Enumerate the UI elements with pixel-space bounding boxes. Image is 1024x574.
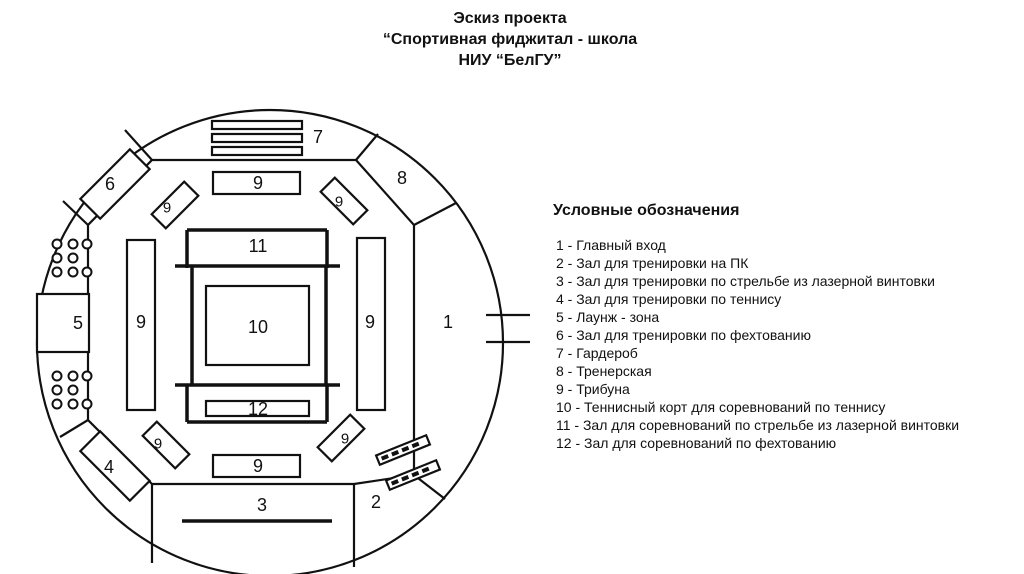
stand-bottom-left [141,420,191,470]
legend-title: Условные обозначения [553,202,740,219]
partition-line [59,419,89,438]
label-wardrobe: 7 [313,127,323,147]
partition-line [124,129,153,161]
label-stand-bottom: 9 [253,456,263,476]
legend-item: 1 - Главный вход [556,237,666,253]
label-stand-top-left: 9 [163,200,171,217]
wardrobe-racks [210,119,304,157]
label-laser-training: 3 [257,495,267,515]
fencing-competition-piste [204,399,311,418]
title-line-3: НИУ “БелГУ” [458,52,562,69]
label-stand-right: 9 [365,312,375,332]
legend-item: 3 - Зал для тренировки по стрельбе из ла… [556,273,935,289]
label-stand-left: 9 [136,312,146,332]
label-stand-bottom-left: 9 [154,436,162,453]
legend-item: 6 - Зал для тренировки по фехтованию [556,327,811,343]
lounge-zone [35,292,91,354]
partition-line [355,133,379,161]
fencing-training-area [78,147,152,221]
legend-item: 2 - Зал для тренировки на ПК [556,255,749,271]
legend-item: 8 - Тренерская [556,363,652,379]
legend-item: 9 - Трибуна [556,381,630,397]
pc-desk-row-1 [374,433,432,467]
pc-desk-row-2 [384,458,442,492]
label-fencing-competition: 12 [248,399,268,419]
stand-top-left [150,180,200,230]
legend-item: 4 - Зал для тренировки по теннису [556,291,782,307]
legend-item: 5 - Лаунж - зона [556,309,660,325]
legend-item: 12 - Зал для соревнований по фехтованию [556,435,837,451]
stand-bottom [211,453,302,479]
legend-item: 7 - Гардероб [556,345,638,361]
label-coach-room: 8 [397,168,407,188]
label-tennis-court: 10 [248,317,268,337]
legend-list: 1 - Главный вход 2 - Зал для тренировки … [553,236,959,452]
label-laser-competition: 11 [249,236,268,256]
stand-top-right [319,176,369,226]
diagram-title: Эскиз проекта “Спортивная фиджитал - шко… [300,8,720,71]
label-tennis-training: 4 [104,457,114,477]
label-fencing-training: 6 [105,174,115,194]
partition-line [62,200,89,226]
legend-item: 11 - Зал для соревнований по стрельбе из… [556,417,960,433]
stand-top [211,170,302,196]
tennis-training-table [78,429,152,503]
partition-line [413,202,457,226]
central-arena-frame [175,228,340,424]
stand-left [125,238,157,412]
label-pc-hall: 2 [371,492,381,512]
label-lounge: 5 [73,313,83,333]
lounge-seating-top [51,238,93,278]
label-stand-bottom-right: 9 [341,431,349,448]
stand-right [355,236,387,412]
legend-item: 10 - Теннисный корт для соревнований по … [556,399,886,415]
title-line-1: Эскиз проекта [453,10,567,27]
label-stand-top: 9 [253,173,263,193]
label-entrance: 1 [443,312,453,332]
stand-bottom-right [316,413,366,463]
lounge-seating-bottom [51,370,93,410]
tennis-court [204,284,311,367]
legend: Условные обозначения 1 - Главный вход 2 … [553,202,959,452]
title-line-2: “Спортивная фиджитал - школа [382,31,638,48]
label-stand-top-right: 9 [335,194,343,211]
